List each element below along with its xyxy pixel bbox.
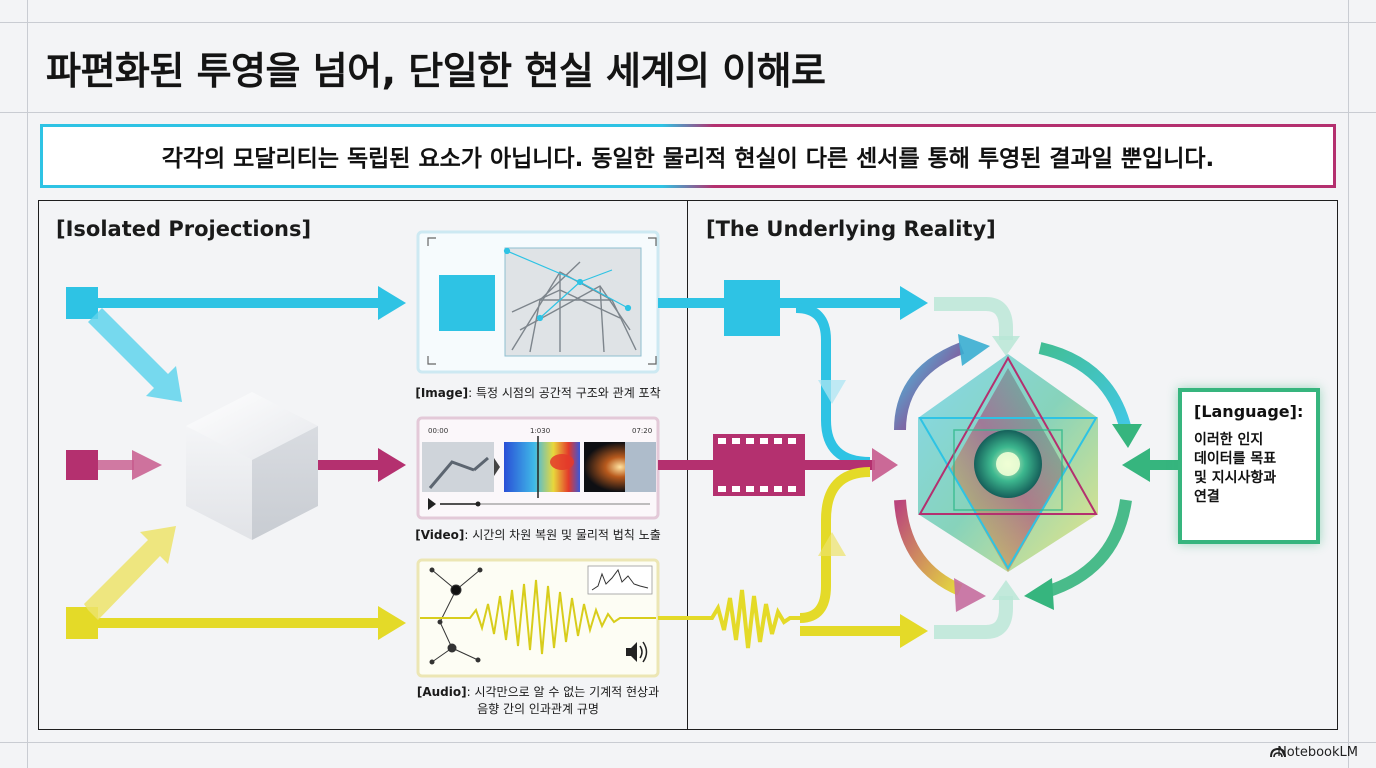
language-arrow-head — [1122, 448, 1150, 482]
video-time-mid: 1:030 — [530, 427, 551, 435]
magenta-short-shaft — [98, 460, 134, 470]
video-time-start: 00:00 — [428, 427, 449, 435]
audio-caption-text-1: : 시각만으로 알 수 없는 기계적 현상과 — [466, 685, 660, 699]
feeder-top — [934, 297, 1013, 340]
language-box-line-4: 연결 — [1194, 489, 1220, 505]
yellow-diagonal-arrow — [84, 526, 176, 620]
frame-line-top — [0, 22, 1376, 23]
video-time-end: 07:20 — [632, 427, 653, 435]
cyan-diagonal-arrow — [88, 308, 182, 402]
left-panel-title: [Isolated Projections] — [56, 217, 312, 241]
brand-label: NotebookLM — [1277, 745, 1358, 760]
right-yellow-arrow-head — [900, 614, 928, 648]
video-caption-label: [Video] — [415, 528, 465, 542]
right-cyan-curve — [795, 303, 871, 467]
language-box-title: [Language]: — [1194, 402, 1304, 421]
film-strip-icon — [713, 434, 805, 496]
audio-caption: [Audio]: 시각만으로 알 수 없는 기계적 현상과 음향 간의 인과관계… — [386, 684, 690, 718]
language-arrow-shaft — [1148, 460, 1178, 470]
audio-caption-text-2: 음향 간의 인과관계 규명 — [477, 702, 599, 716]
right-cyan-down-marker — [818, 380, 846, 404]
banner-text: 각각의 모달리티는 독립된 요소가 아닙니다. 동일한 물리적 현실이 다른 센… — [161, 146, 1215, 172]
play-icon — [428, 498, 436, 510]
page-title: 파편화된 투영을 넘어, 단일한 현실 세계의 이해로 — [46, 49, 826, 93]
arc-top-right — [1038, 342, 1132, 432]
arc-top-left — [894, 342, 965, 431]
yellow-arrow-head — [378, 606, 406, 640]
right-magenta-arrow-head — [872, 448, 898, 482]
frame-line-right — [1348, 0, 1349, 768]
banner-frame — [40, 124, 1336, 188]
cyan-arrow-head — [378, 286, 406, 320]
right-cyan-square — [724, 280, 780, 336]
right-yellow-waveform — [658, 589, 800, 649]
feeder-bottom — [934, 596, 1013, 639]
audio-caption-label: [Audio] — [416, 685, 467, 699]
cyan-source-square — [66, 287, 98, 319]
image-card-structure — [511, 261, 637, 353]
notebooklm-logo-icon — [1270, 747, 1286, 758]
yellow-arrow-shaft — [98, 618, 380, 628]
right-cyan-line — [658, 298, 724, 308]
audio-spectrum-line — [591, 568, 649, 591]
image-caption-label: [Image] — [415, 386, 469, 400]
right-yellow-arrow-shaft — [800, 626, 902, 636]
video-frame-1-robot — [428, 456, 489, 489]
image-card-cyan-square — [439, 275, 495, 331]
frame-line-title-bottom — [0, 112, 1376, 113]
arc-bottom-left — [894, 499, 963, 596]
video-caption: [Video]: 시간의 차원 복원 및 물리적 법칙 노출 — [396, 526, 680, 543]
right-yellow-up-marker — [818, 532, 846, 556]
right-panel-title: [The Underlying Reality] — [706, 217, 996, 241]
crystal-reality-core — [918, 354, 1098, 572]
magenta-short-head — [132, 450, 162, 480]
audio-waveform-card — [420, 579, 656, 655]
image-card-photo — [504, 247, 642, 357]
magenta-arrow-shaft — [318, 460, 380, 470]
language-box-line-1: 이러한 인지 — [1194, 432, 1264, 448]
right-magenta-arrow-shaft — [805, 460, 875, 470]
magenta-source-square — [66, 450, 98, 480]
right-magenta-line — [658, 460, 714, 470]
magenta-arrow-head — [378, 448, 406, 482]
audio-graph — [429, 567, 483, 665]
frame-line-bottom — [0, 742, 1376, 743]
speaker-icon — [626, 641, 648, 663]
right-yellow-curve — [799, 467, 871, 623]
language-box-body: 이러한 인지 데이터를 목표 및 지시사항과 연결 — [1194, 431, 1304, 507]
audio-spectrum-box — [587, 565, 653, 595]
image-card-keypoints — [503, 247, 632, 322]
image-caption: [Image]: 특정 시점의 공간적 구조와 관계 포착 — [396, 384, 680, 401]
frame-line-left — [27, 0, 28, 768]
right-cyan-arrow-shaft — [780, 298, 902, 308]
right-cyan-arrow-head — [900, 286, 928, 320]
cyan-arrow-shaft — [98, 298, 380, 308]
language-box: [Language]: 이러한 인지 데이터를 목표 및 지시사항과 연결 — [1178, 388, 1320, 544]
language-box-line-2: 데이터를 목표 — [1194, 451, 1277, 467]
image-caption-text: : 특정 시점의 공간적 구조와 관계 포착 — [468, 386, 661, 400]
video-caption-text: : 시간의 차원 복원 및 물리적 법칙 노출 — [464, 528, 661, 542]
arc-bottom-right — [1044, 499, 1132, 598]
language-box-line-3: 및 지시사항과 — [1194, 470, 1277, 486]
video-frame-divider-1 — [494, 458, 500, 476]
white-cube — [186, 392, 318, 540]
